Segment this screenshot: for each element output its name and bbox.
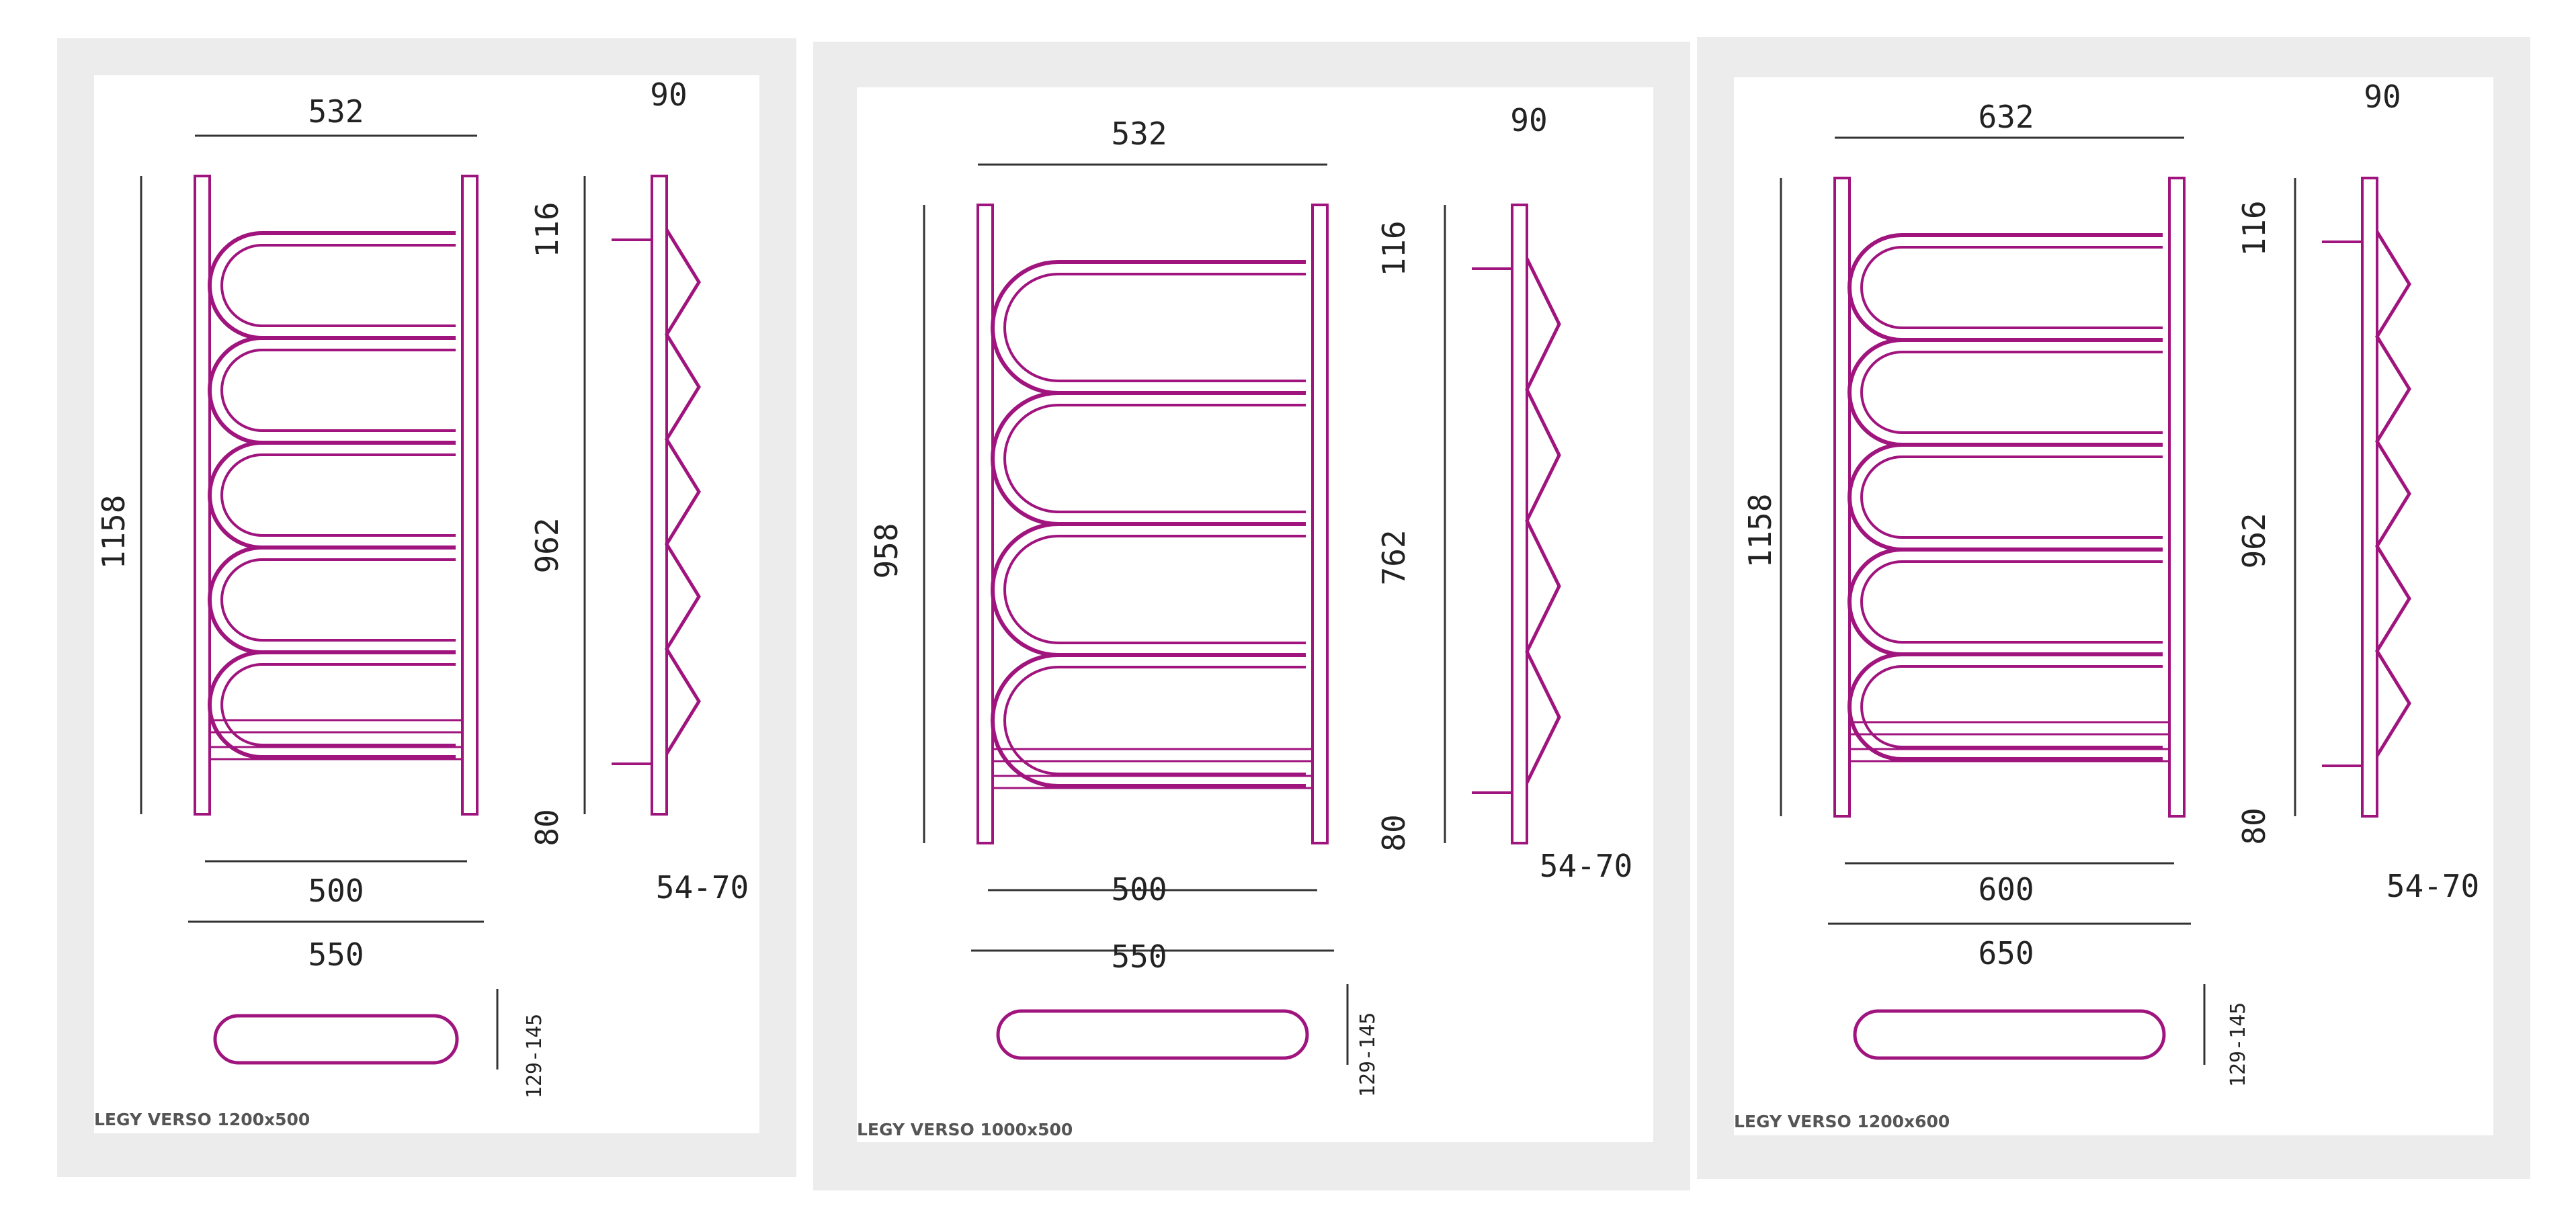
dim-side-depth: 90 (1510, 102, 1547, 138)
side-rail (651, 175, 668, 816)
bottom-bar (1848, 721, 2171, 736)
panel-2-card: 532 90 958 116 762 80 500 550 54-70 129-… (857, 87, 1653, 1142)
serpentine-tube-inner (1003, 273, 1306, 775)
radiator-geometry (1780, 136, 2411, 1065)
left-rail (1833, 177, 1851, 818)
dim-outer-width: 550 (308, 936, 364, 973)
dim-inner-width: 600 (1978, 871, 2034, 908)
left-rail (977, 204, 994, 844)
bottom-bar (208, 719, 464, 734)
side-zigzag (665, 228, 701, 755)
dim-side-depth: 90 (2364, 79, 2401, 115)
dim-side-depth: 90 (650, 77, 687, 113)
panel-3-card: 632 90 1158 116 962 80 600 650 54-70 129… (1734, 77, 2493, 1135)
dim-top-width: 632 (1978, 99, 2034, 135)
side-zigzag (2375, 230, 2411, 757)
panel-1-card: 532 90 1158 116 962 80 500 550 54-70 129… (94, 75, 759, 1133)
panel-2-caption: LEGY VERSO 1000x500 (857, 1120, 1073, 1139)
dim-total-height: 958 (868, 523, 905, 578)
dim-mount-distance: 762 (1376, 529, 1412, 585)
serpentine-tube-inner (1860, 246, 2163, 748)
right-rail (461, 175, 479, 816)
radiator-geometry (923, 163, 1561, 1065)
dim-lower-offset: 80 (2236, 808, 2272, 844)
dim-lower-offset: 80 (529, 809, 565, 846)
dim-plan-depth: 129-145 (2227, 1002, 2250, 1087)
dim-upper-offset: 116 (529, 202, 565, 257)
dim-plan-depth: 129-145 (523, 1014, 546, 1098)
serpentine-tube-inner (220, 244, 456, 746)
dim-inner-width: 500 (308, 873, 364, 909)
serpentine-tube (208, 231, 456, 759)
panel-3-caption: LEGY VERSO 1200x600 (1734, 1112, 1950, 1131)
dim-top-width: 532 (308, 93, 364, 130)
dim-lower-offset: 80 (1376, 814, 1412, 851)
dim-upper-offset: 116 (2236, 200, 2272, 256)
radiator-geometry (140, 134, 701, 1070)
dim-plan-depth: 129-145 (1356, 1012, 1380, 1097)
side-zigzag (1525, 257, 1561, 784)
bottom-bar (991, 748, 1314, 762)
panel-1-drawing: 532 90 1158 116 962 80 500 550 54-70 129… (95, 77, 749, 1098)
serpentine-tube (991, 260, 1306, 788)
dim-mount-distance: 962 (2236, 513, 2272, 568)
right-rail (1311, 204, 1329, 844)
dim-upper-offset: 116 (1376, 220, 1412, 276)
plan-view-tube (1853, 1009, 2166, 1060)
serpentine-tube (1847, 233, 2163, 761)
dim-wall-gap: 54-70 (1540, 848, 1632, 884)
dim-mount-distance: 962 (529, 517, 565, 573)
right-rail (2168, 177, 2186, 818)
dim-total-height: 1158 (1742, 494, 1778, 568)
panel-3-drawing: 632 90 1158 116 962 80 600 650 54-70 129… (1742, 79, 2479, 1087)
left-rail (194, 175, 211, 816)
panel-2-drawing: 532 90 958 116 762 80 500 550 54-70 129-… (868, 102, 1632, 1097)
dim-wall-gap: 54-70 (656, 869, 749, 906)
panel-1-caption: LEGY VERSO 1200x500 (94, 1110, 310, 1129)
dim-outer-width: 550 (1111, 939, 1167, 975)
dim-inner-width: 500 (1111, 871, 1167, 908)
dim-top-width: 532 (1111, 116, 1167, 152)
dim-total-height: 1158 (95, 495, 132, 570)
side-rail (2361, 177, 2378, 818)
plan-view-tube (213, 1014, 459, 1065)
dim-outer-width: 650 (1978, 935, 2034, 971)
dim-wall-gap: 54-70 (2386, 868, 2479, 904)
side-rail (1511, 204, 1528, 844)
plan-view-tube (996, 1009, 1309, 1060)
